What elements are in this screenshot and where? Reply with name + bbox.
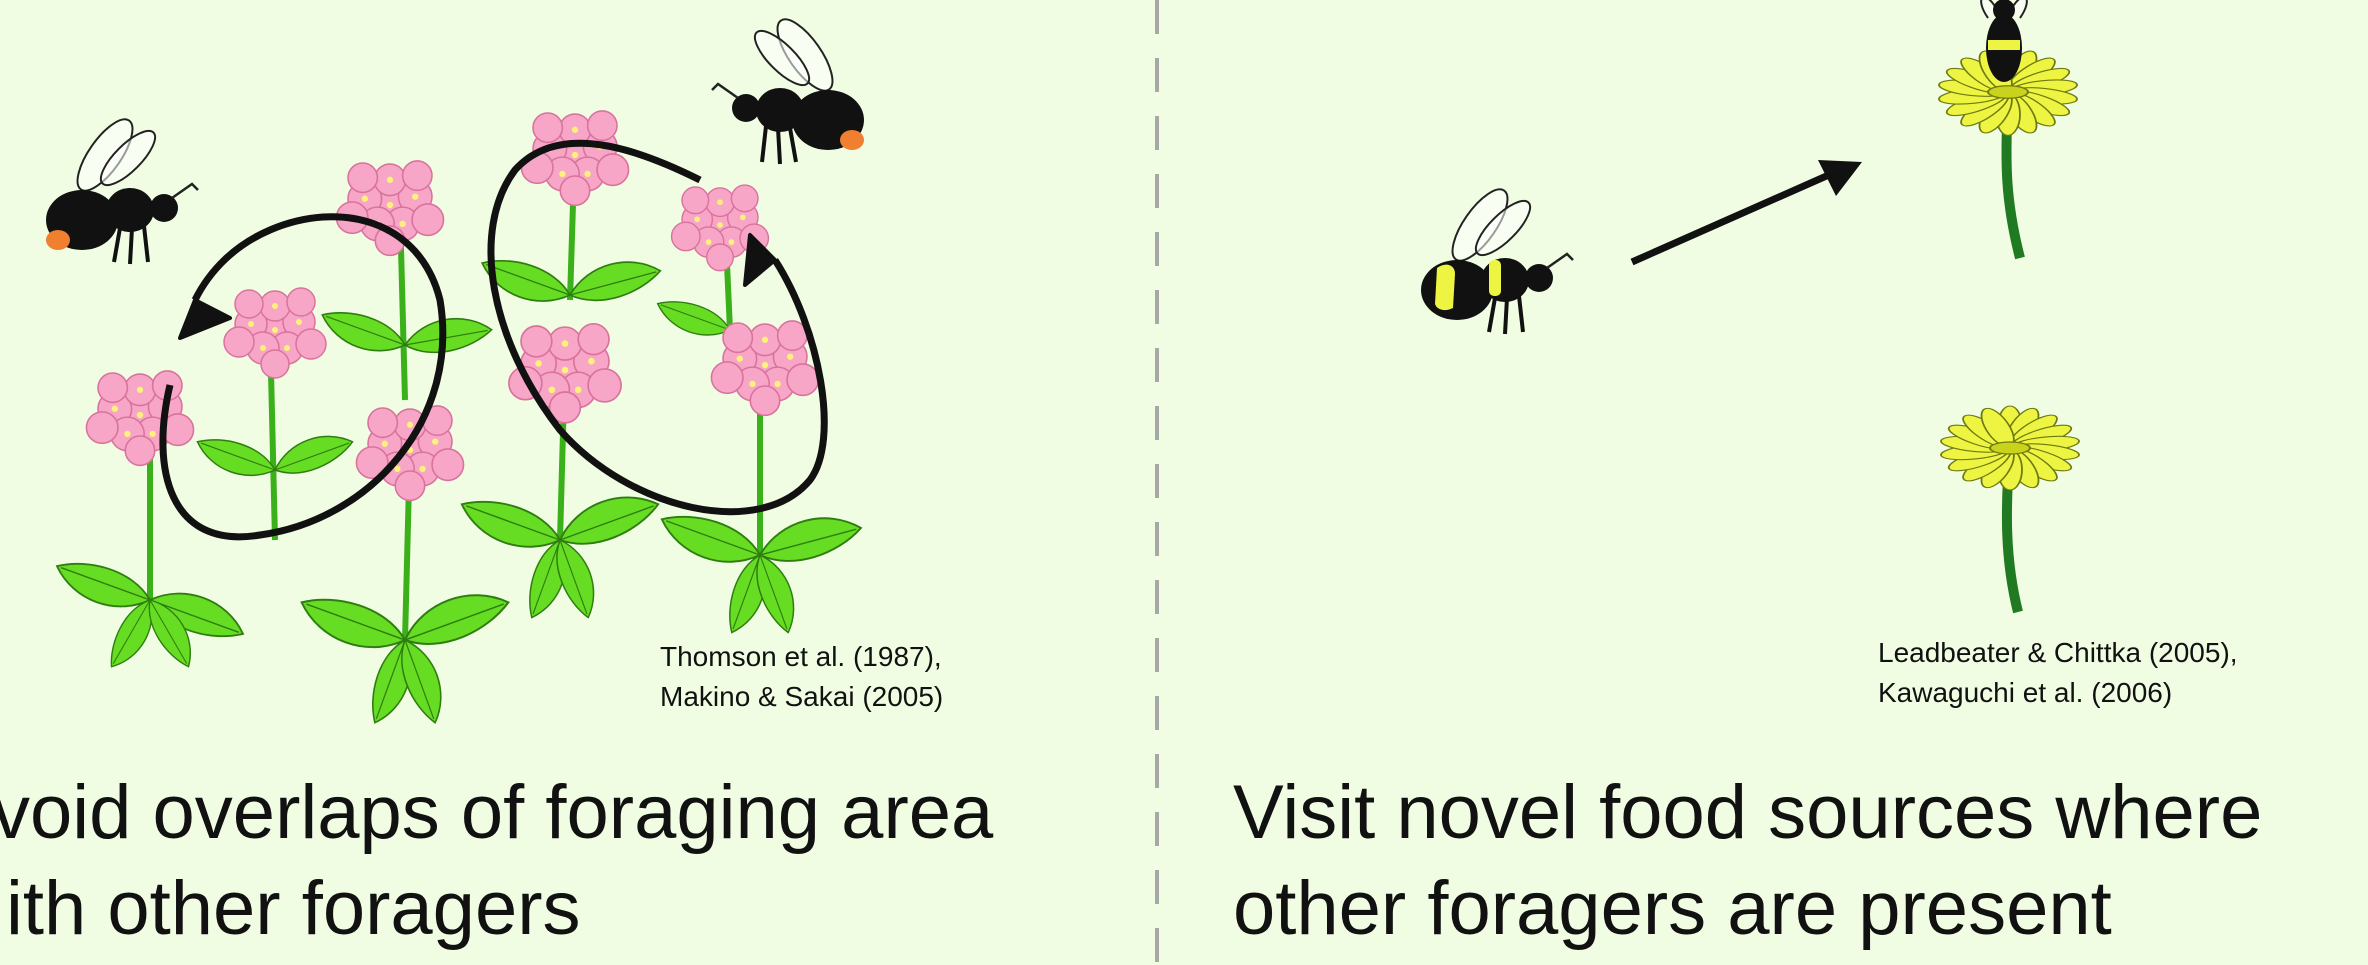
straight-arrow-icon [1632, 160, 1862, 262]
caption-right-line-1: Visit novel food sources where [1233, 765, 2262, 861]
caption-left-line-1: void overlaps of foraging area [0, 765, 993, 861]
citation-left-line-1: Thomson et al. (1987), [660, 637, 943, 677]
bumblebee-icon [46, 111, 198, 264]
citation-right-line-1: Leadbeater & Chittka (2005), [1878, 633, 2238, 673]
bumblebee-icon [712, 11, 864, 164]
caption-left-line-2: ith other foragers [0, 861, 993, 957]
caption-right-line-2: other foragers are present [1233, 861, 2262, 957]
citation-left: Thomson et al. (1987), Makino & Sakai (2… [660, 637, 943, 717]
citation-left-line-2: Makino & Sakai (2005) [660, 677, 943, 717]
caption-left: void overlaps of foraging area ith other… [0, 765, 993, 957]
bumblebee-icon [1421, 181, 1573, 334]
yellow-daisy-icon [1939, 406, 2081, 612]
caption-right: Visit novel food sources where other for… [1233, 765, 2262, 957]
citation-right-line-2: Kawaguchi et al. (2006) [1878, 673, 2238, 713]
citation-right: Leadbeater & Chittka (2005), Kawaguchi e… [1878, 633, 2238, 713]
